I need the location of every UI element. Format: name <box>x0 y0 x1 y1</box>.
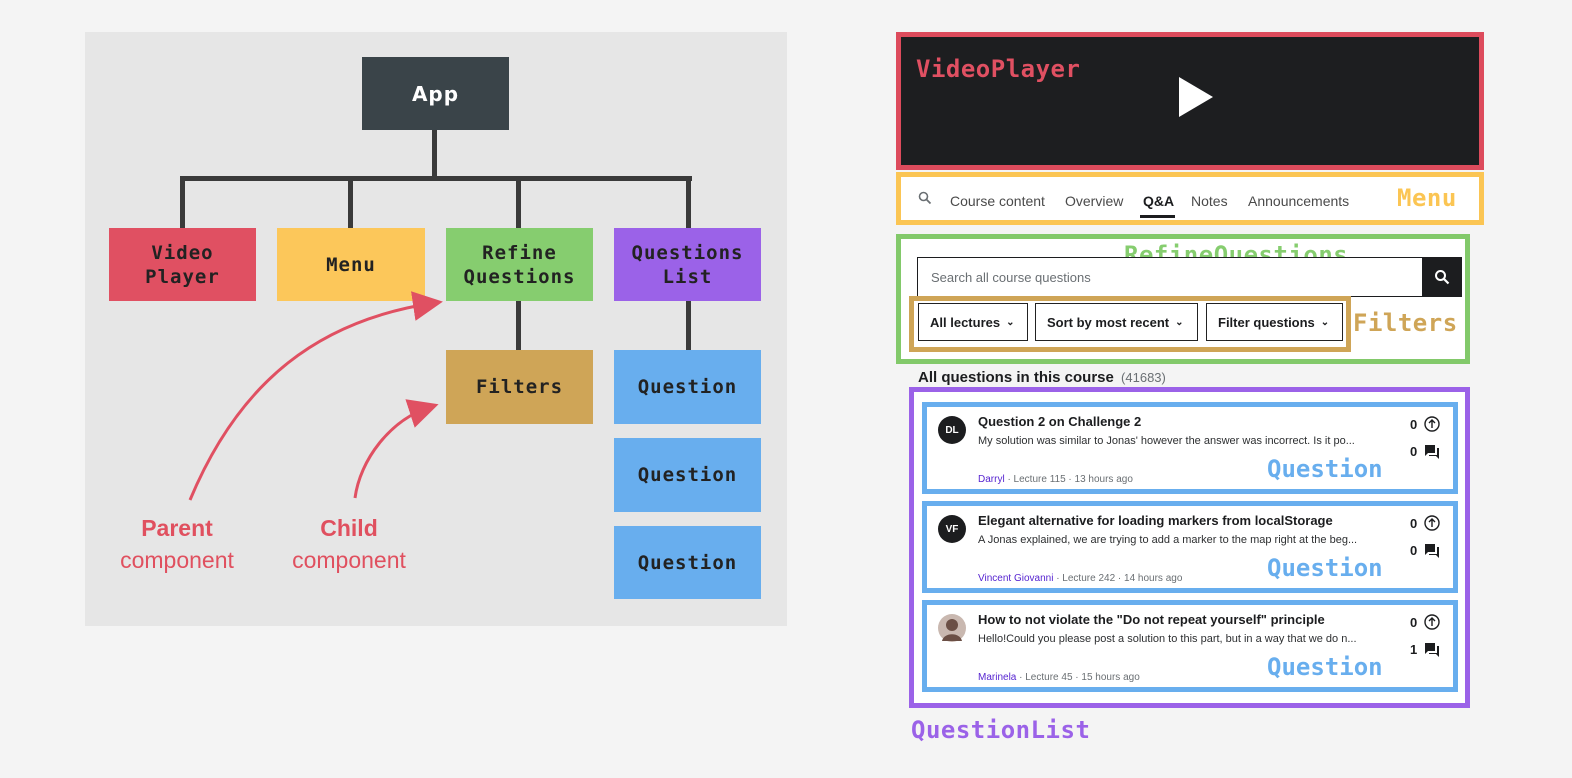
search-placeholder: Search all course questions <box>931 270 1091 285</box>
question-node: Question <box>614 350 761 424</box>
tree-connector <box>686 300 691 352</box>
question-label: Question <box>1267 653 1383 681</box>
upvote-count: 0 <box>1410 417 1418 432</box>
question-body: Hello!Could you please post a solution t… <box>978 633 1357 645</box>
question-card[interactable]: How to not violate the "Do not repeat yo… <box>922 600 1458 692</box>
upvote-count: 0 <box>1410 516 1418 531</box>
avatar-photo <box>938 614 966 642</box>
child-annotation-title: Child <box>320 515 378 541</box>
tree-connector <box>516 300 521 352</box>
active-tab-indicator <box>1140 215 1175 218</box>
filters-label: Filters <box>1353 309 1458 337</box>
question-title[interactable]: Elegant alternative for loading markers … <box>978 513 1333 528</box>
all-lectures-label: All lectures <box>930 314 1001 330</box>
question-card[interactable]: DL Question 2 on Challenge 2 My solution… <box>922 402 1458 494</box>
menu-node: Menu <box>277 228 425 301</box>
question-title[interactable]: How to not violate the "Do not repeat yo… <box>978 612 1325 627</box>
question-meta-text: · Lecture 45 · 15 hours ago <box>1016 672 1140 683</box>
question-node: Question <box>614 526 761 599</box>
search-icon[interactable] <box>918 191 932 205</box>
tab-notes[interactable]: Notes <box>1191 193 1228 209</box>
question-body: A Jonas explained, we are trying to add … <box>978 534 1358 546</box>
all-lectures-dropdown[interactable]: All lectures ⌄ <box>918 303 1028 341</box>
parent-arrow <box>188 291 443 501</box>
video-player-label: VideoPlayer <box>916 55 1081 83</box>
filter-questions-dropdown[interactable]: Filter questions ⌄ <box>1206 303 1343 341</box>
chevron-down-icon: ⌄ <box>1320 316 1330 328</box>
tree-connector <box>180 176 185 229</box>
avatar: DL <box>938 416 966 444</box>
upvote-count: 0 <box>1410 615 1418 630</box>
filters-node: Filters <box>446 350 593 424</box>
parent-annotation-sub: component <box>120 547 234 573</box>
upvote-icon[interactable] <box>1424 515 1440 531</box>
menu-region: Course content Overview Q&A Notes Announ… <box>896 172 1484 225</box>
parent-annotation-title: Parent <box>141 515 213 541</box>
play-icon[interactable] <box>1177 75 1217 119</box>
search-input[interactable]: Search all course questions <box>917 257 1423 297</box>
question-body: My solution was similar to Jonas' howeve… <box>978 435 1355 447</box>
upvote-icon[interactable] <box>1424 416 1440 432</box>
tree-connector <box>180 176 692 181</box>
replies-icon[interactable] <box>1424 543 1440 559</box>
video-player-node: Video Player <box>109 228 256 301</box>
video-player-region: VideoPlayer <box>896 32 1484 170</box>
question-label: Question <box>1267 455 1383 483</box>
parent-component-annotation: Parent component <box>100 512 254 576</box>
tree-connector <box>686 176 691 229</box>
chevron-down-icon: ⌄ <box>1006 316 1015 328</box>
questions-list-node: Questions List <box>614 228 761 301</box>
tree-connector <box>516 176 521 229</box>
question-title[interactable]: Question 2 on Challenge 2 <box>978 414 1142 429</box>
question-card[interactable]: VF Elegant alternative for loading marke… <box>922 501 1458 593</box>
user-photo-icon <box>942 619 962 641</box>
tab-announcements[interactable]: Announcements <box>1248 193 1350 209</box>
tab-overview[interactable]: Overview <box>1065 193 1124 209</box>
menu-label: Menu <box>1397 184 1457 212</box>
chevron-down-icon: ⌄ <box>1175 316 1184 328</box>
question-meta-text: · Lecture 242 · 14 hours ago <box>1053 573 1183 584</box>
tab-qa[interactable]: Q&A <box>1143 193 1175 209</box>
refine-questions-node: Refine Questions <box>446 228 593 301</box>
sort-label: Sort by most recent <box>1047 314 1170 330</box>
reply-count: 1 <box>1410 642 1418 657</box>
upvote-icon[interactable] <box>1424 614 1440 630</box>
question-label: Question <box>1267 554 1383 582</box>
replies-icon[interactable] <box>1424 444 1440 460</box>
question-meta: Vincent Giovanni · Lecture 242 · 14 hour… <box>978 573 1182 584</box>
tree-connector <box>432 130 437 180</box>
question-meta: Marinela · Lecture 45 · 15 hours ago <box>978 672 1140 683</box>
annotation-arrows <box>188 291 443 501</box>
search-button[interactable] <box>1422 257 1462 297</box>
tree-connector <box>348 176 353 229</box>
reply-count: 0 <box>1410 543 1418 558</box>
filter-questions-label: Filter questions <box>1218 314 1315 330</box>
question-meta: Darryl · Lecture 115 · 13 hours ago <box>978 474 1133 485</box>
tab-course-content[interactable]: Course content <box>950 193 1045 209</box>
sort-dropdown[interactable]: Sort by most recent ⌄ <box>1035 303 1198 341</box>
child-arrow <box>353 399 439 499</box>
reply-count: 0 <box>1410 444 1418 459</box>
question-node: Question <box>614 438 761 512</box>
question-author[interactable]: Vincent Giovanni <box>978 573 1054 584</box>
question-author[interactable]: Darryl <box>978 474 1005 485</box>
all-questions-heading: All questions in this course (41683) <box>918 369 1166 386</box>
question-list-label: QuestionList <box>911 716 1091 744</box>
all-questions-count: (41683) <box>1121 370 1166 385</box>
replies-icon[interactable] <box>1424 642 1440 658</box>
avatar: VF <box>938 515 966 543</box>
app-node: App <box>362 57 509 130</box>
search-icon <box>1435 270 1450 285</box>
child-annotation-sub: component <box>292 547 406 573</box>
question-meta-text: · Lecture 115 · 13 hours ago <box>1004 474 1133 485</box>
filters-region <box>909 296 1351 352</box>
child-component-annotation: Child component <box>272 512 426 576</box>
all-questions-title: All questions in this course <box>918 369 1114 386</box>
question-author[interactable]: Marinela <box>978 672 1017 683</box>
